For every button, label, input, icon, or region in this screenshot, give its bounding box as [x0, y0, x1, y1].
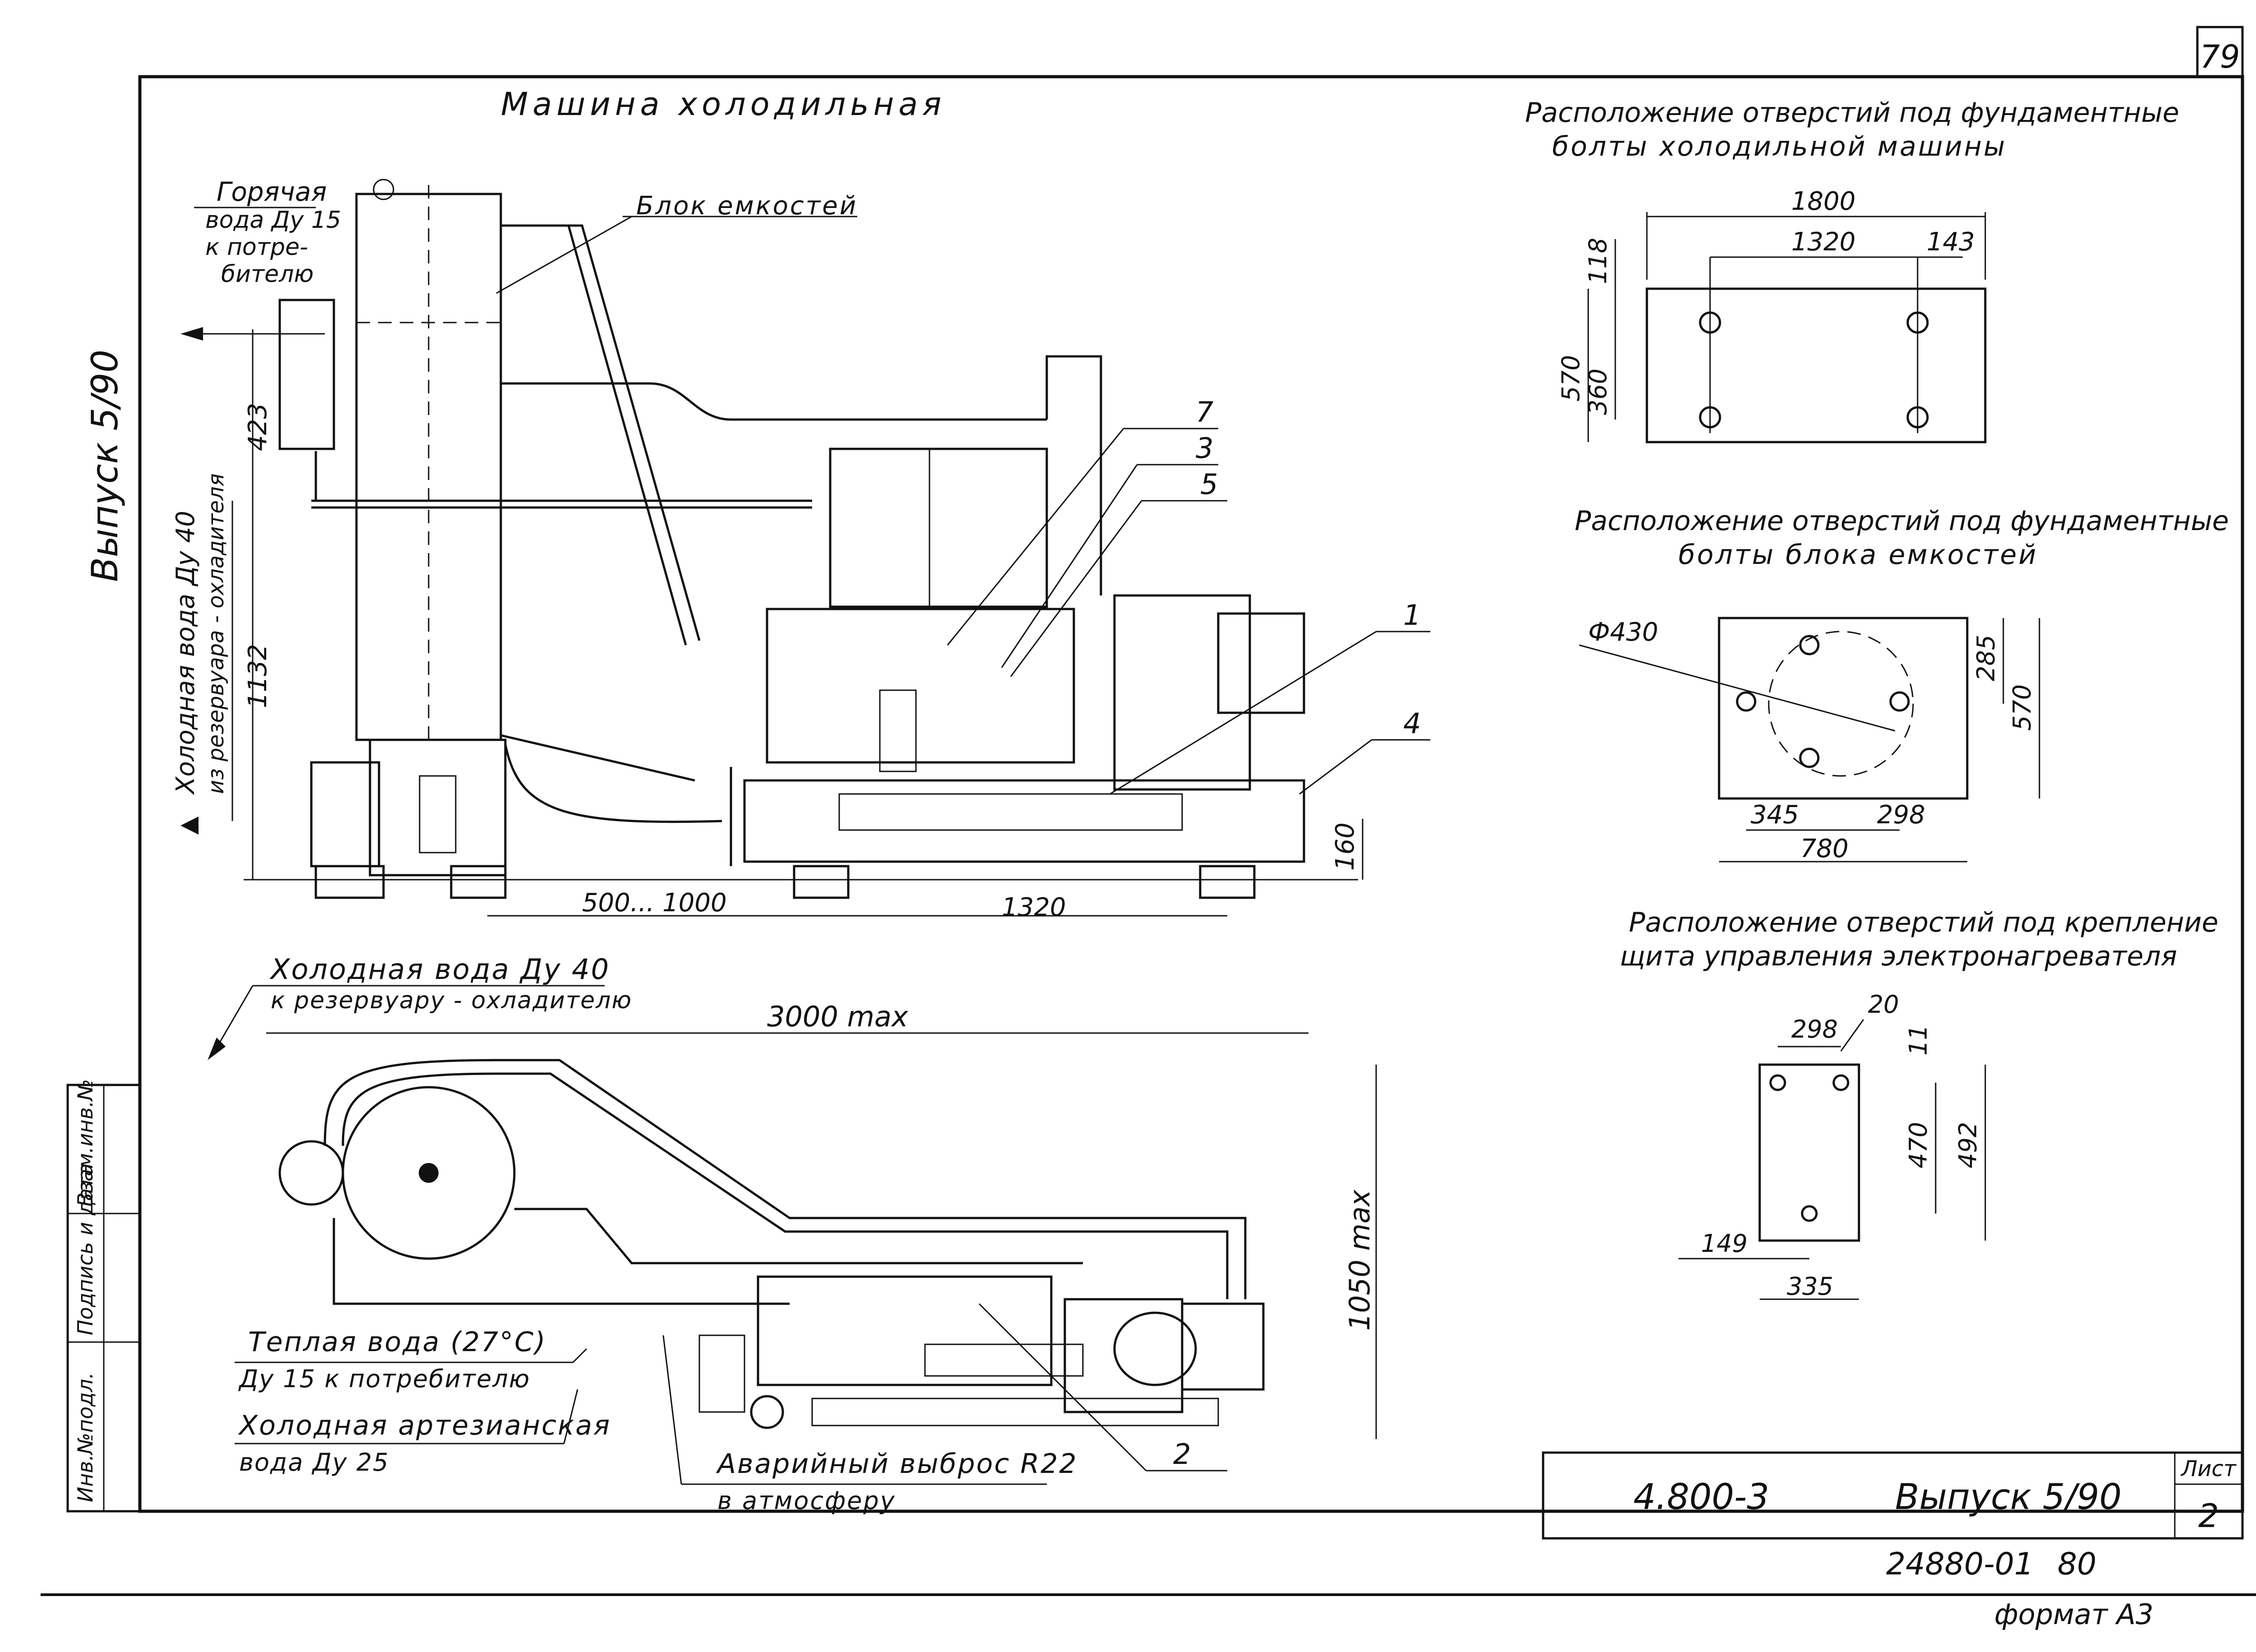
dim-500-1000: 500... 1000 [582, 888, 727, 918]
cold-water-out-line-1: Холодная вода Ду 40 [269, 953, 610, 986]
emergency-line-2: в атмосферу [717, 1486, 896, 1515]
callout-7: 7 [1196, 396, 1213, 429]
dim-492: 492 [1954, 1122, 1982, 1168]
callout-4: 4 [1403, 707, 1421, 740]
doc-code: 4.800-3 [1633, 1477, 1769, 1518]
dim-570: 570 [1557, 355, 1585, 401]
dim-1800: 1800 [1791, 187, 1856, 216]
hot-water-line-3: к потре- [205, 234, 308, 261]
bolts-machine-view: Расположение отверстий под фундаментные … [1525, 97, 2179, 443]
dim-149: 149 [1701, 1229, 1747, 1258]
issue-text: Выпуск 5/90 [1895, 1477, 2122, 1518]
format-label: формат А3 [1994, 1598, 2154, 1631]
dim-298-block: 298 [1877, 800, 1925, 830]
dim-1132: 1132 [243, 644, 273, 708]
archive-suffix: 80 [2057, 1546, 2097, 1582]
dim-20: 20 [1868, 990, 1899, 1019]
sheet-number: 2 [2198, 1497, 2219, 1535]
stamp-field-replace: Взам.инв.№ [73, 1079, 97, 1207]
dim-1320-main: 1320 [1002, 893, 1066, 922]
dim-285: 285 [1972, 635, 2000, 681]
dim-3000-max: 3000 max [767, 1000, 909, 1033]
hot-water-line-1: Горячая [217, 176, 327, 207]
bolts-block-title-2: болты блока емкостей [1678, 539, 2038, 571]
cold-water-out-line-2: к резервуару - охладителю [271, 987, 632, 1014]
stamp-field-signature: Подпись и дата [73, 1163, 97, 1335]
dim-118: 118 [1584, 238, 1612, 284]
dim-780: 780 [1800, 834, 1849, 863]
stamp-column: Инв.№подл. Подпись и дата Взам.инв.№ [66, 1079, 141, 1513]
callout-5: 5 [1200, 468, 1218, 501]
dim-phi430: Ф430 [1588, 618, 1658, 647]
dim-423: 423 [243, 403, 273, 451]
sheet-label: Лист [2180, 1456, 2237, 1481]
artesian-line-1: Холодная артезианская [238, 1410, 611, 1441]
warm-water-line-2: Ду 15 к потребителю [238, 1365, 530, 1393]
stamp-field-inv: Инв.№подл. [73, 1372, 97, 1502]
dim-335: 335 [1787, 1272, 1833, 1301]
main-title: Машина холодильная [501, 86, 946, 123]
callout-1: 1 [1403, 599, 1421, 632]
bolts-block-view: Расположение отверстий под фундаментные … [1575, 505, 2229, 863]
bolts-block-title-1: Расположение отверстий под фундаментные [1575, 505, 2229, 537]
cold-water-in-line-1: Холодная вода Ду 40 [171, 511, 200, 795]
callout-3: 3 [1196, 432, 1213, 465]
bolts-machine-title-1: Расположение отверстий под фундаментные [1525, 97, 2179, 129]
hot-water-line-2: вода Ду 15 [205, 207, 341, 234]
archive-number: 24880-01 [1886, 1546, 2034, 1582]
dim-143: 143 [1927, 227, 1975, 257]
panel-title-2: щита управления электронагревателя [1620, 941, 2177, 972]
bolts-machine-title-2: болты холодильной машины [1552, 131, 2006, 162]
dim-298-panel: 298 [1791, 1015, 1838, 1043]
page-number: 79 [2200, 38, 2240, 75]
dim-1320-bolts: 1320 [1791, 227, 1856, 257]
dim-570-block: 570 [2008, 684, 2036, 731]
dim-470: 470 [1904, 1122, 1932, 1168]
title-block: 4.800-3 Выпуск 5/90 Лист 2 [1542, 1451, 2244, 1540]
dim-1050-max: 1050 max [1343, 1189, 1376, 1331]
plan-view: Холодная вода Ду 40 к резервуару - охлад… [208, 953, 1377, 1515]
emergency-line-1: Аварийный выброс R22 [716, 1448, 1078, 1480]
panel-title-1: Расположение отверстий под крепление [1629, 907, 2219, 938]
dim-160: 160 [1331, 822, 1360, 871]
artesian-line-2: вода Ду 25 [239, 1448, 389, 1477]
dim-11: 11 [1904, 1024, 1932, 1056]
dim-345: 345 [1751, 800, 1799, 830]
panel-mount-view: Расположение отверстий под крепление щит… [1620, 907, 2219, 1301]
callout-2: 2 [1173, 1438, 1191, 1471]
dim-360: 360 [1584, 369, 1612, 415]
hot-water-line-4: бителю [221, 261, 314, 288]
warm-water-line-1: Теплая вода (27°С) [248, 1326, 547, 1358]
side-issue-label: Выпуск 5/90 [84, 350, 126, 582]
sheet-frame [41, 26, 2256, 1596]
block-label: Блок емкостей [636, 191, 858, 221]
cold-water-in-line-2: из резервуара - охладителя [203, 473, 229, 794]
main-side-view: Машина холодильная [171, 86, 1430, 922]
